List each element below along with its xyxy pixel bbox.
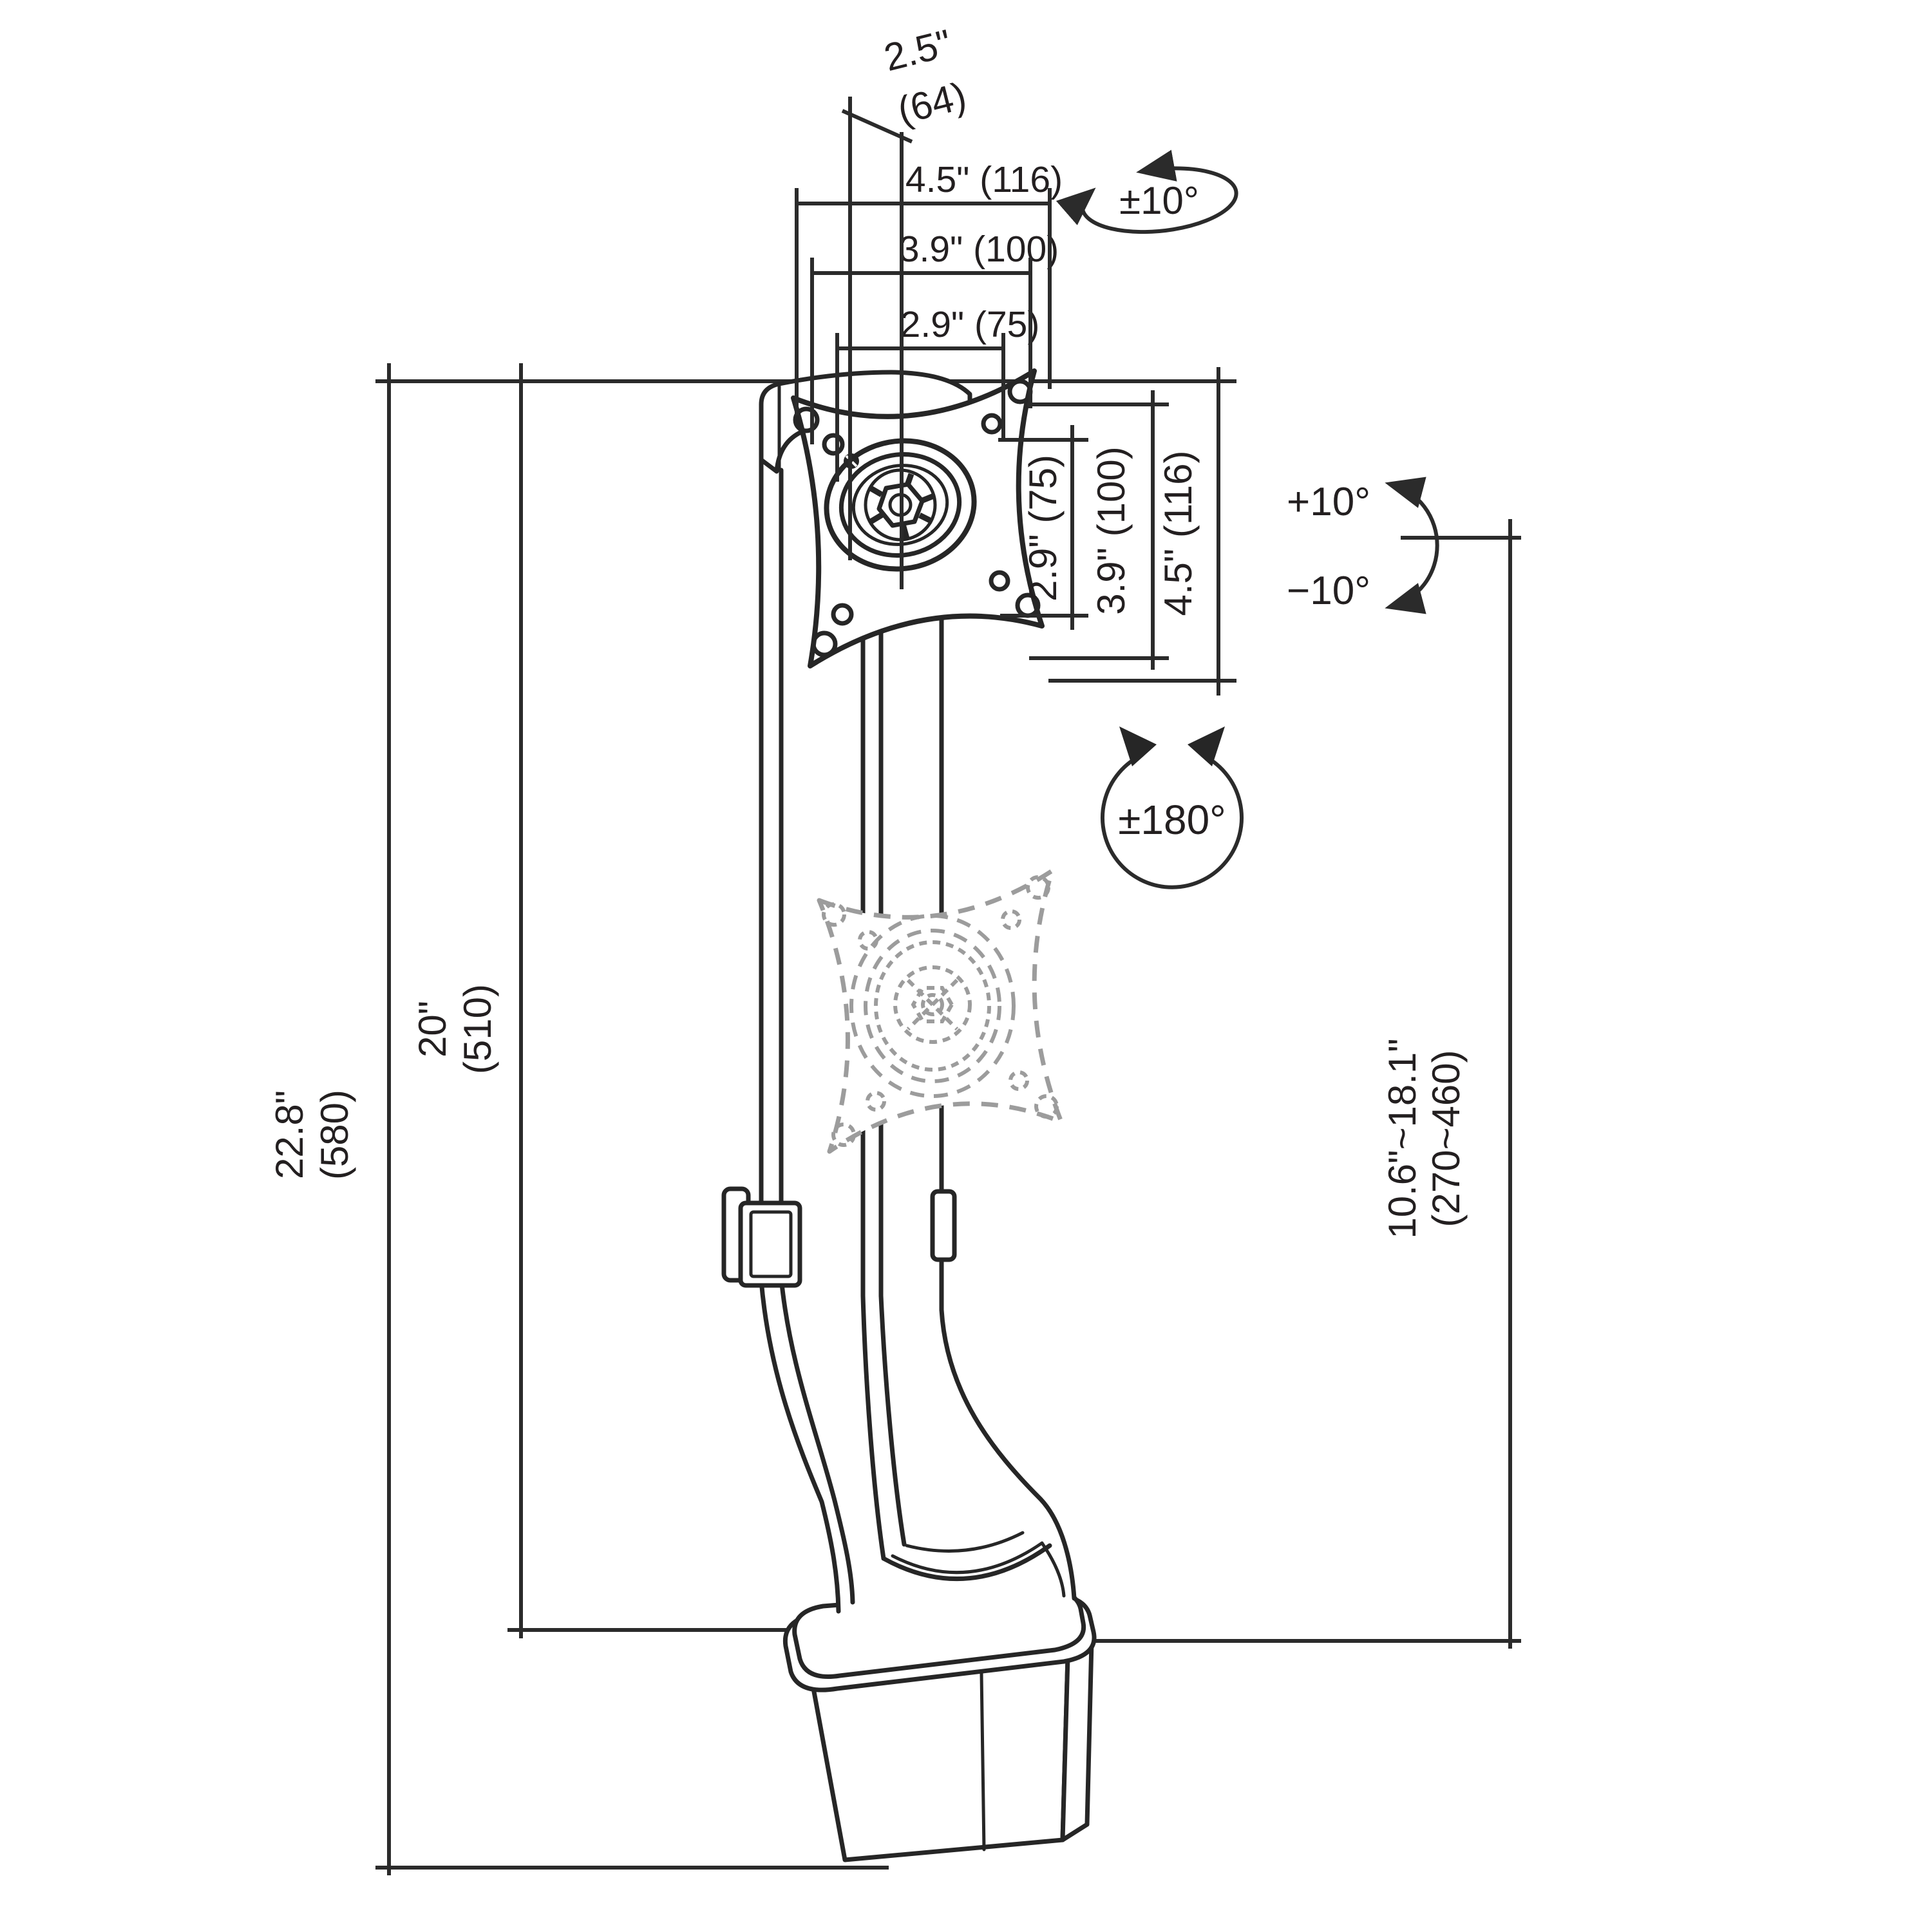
plate-corner-hole [811,630,838,658]
adjust-range-inches-label: 10.6"~18.1" [1381,1038,1424,1238]
hub-ring-mid [838,452,962,558]
plate-vesa100-hole [989,570,1010,592]
base-box-side-face [1060,1640,1094,1842]
ghost-vesa-hole [858,930,878,951]
arm-left-inner-contour [779,1275,855,1605]
desk-base [782,1587,1097,1862]
rotation-angle-label: ±180° [1118,797,1226,843]
hub-ring-outer [824,438,977,572]
dimension-lines-behind [375,109,1521,1875]
height-vesa75-label: 2.9" (75) [1021,455,1065,601]
ghost-hub-hex-nut [911,986,954,1023]
pole-height-inches-label: 20" [411,1001,454,1057]
ghost-vesa-hole [1009,1070,1029,1091]
height-vesa100-label: 3.9" (100) [1090,446,1133,614]
plate-vesa100-hole [831,603,854,626]
ghost-hub-ring-inner [874,940,991,1072]
width-vesa75-label: 2.9" (75) [900,304,1040,345]
cable-clip-front [738,1200,802,1288]
pole-height-mm-label: (510) [456,984,499,1074]
swivel-rotation-arrow-icon [1056,149,1238,234]
height-outer-label: 4.5" (116) [1157,451,1200,616]
tilt-arrow-icon [1385,477,1439,614]
tilt-down-angle-label: −10° [1287,569,1370,613]
socket-mouth-outer-arc [881,1543,1052,1582]
ghost-vesa-hole [1001,909,1021,930]
socket-mouth-inner-arc [891,1541,1044,1575]
hub-ring-inner [851,464,949,546]
total-height-inches-label: 22.8" [268,1090,311,1179]
ghost-corner-hole [1034,1094,1059,1119]
depth-mm-label: (64) [893,74,971,133]
ghost-hub-bore [921,993,944,1016]
ghost-hub-ring-mid [864,929,1001,1083]
ghost-hub-spoke [906,978,959,1031]
cable-clip [721,1186,802,1288]
plate-vesa100-hole [981,413,1003,435]
ghost-hub-wheel [893,965,972,1044]
plate-vesa100-hole [822,433,845,456]
plate-corner-hole [793,406,820,433]
arm-left-outer-contour [759,1278,841,1614]
dimension-lines-front: 2.9" (75) 3.9" (100) 4.5" (116) [795,97,1236,696]
socket-right-crease [1040,1541,1066,1598]
pole-slider-stop [930,1189,957,1262]
swivel-angle-label: ±10° [1119,179,1199,222]
arm-crease-left [860,1293,886,1561]
arm-right-outer-contour [939,1307,1077,1601]
tilt-up-angle-label: +10° [1287,480,1370,524]
depth-inches-label: 2.5" [880,21,956,79]
adjust-range-mm-label: (270~460) [1425,1050,1468,1227]
ghost-hub-ring-outer [849,914,1016,1098]
ghost-corner-hole [831,1122,856,1147]
arm-crease-right [878,1293,907,1547]
total-height-mm-label: (580) [313,1090,356,1180]
width-vesa100-label: 3.9" (100) [899,229,1059,270]
cable-clip-inner [749,1210,793,1278]
width-outer-label: 4.5" (116) [905,159,1063,200]
arm-foot-fill [761,1280,1074,1629]
ghost-vesa-plate [817,868,1064,1154]
rotation-180-arrow-icon [1101,726,1244,889]
dimension-labels: 2.5" (64) 4.5" (116) 3.9" (100) 2.9" (75… [268,21,1468,1239]
ghost-corner-hole [1026,875,1050,900]
curved-arm [759,1275,1077,1629]
ghost-vesa-hole [866,1091,886,1112]
ghost-corner-hole [822,902,846,927]
plate-height-dims: 2.9" (75) 3.9" (100) 4.5" (116) [998,367,1236,696]
socket-mouth-back-arc [905,1531,1025,1553]
base-box-split-line [980,1671,986,1852]
mount-illustration [721,368,1097,1862]
